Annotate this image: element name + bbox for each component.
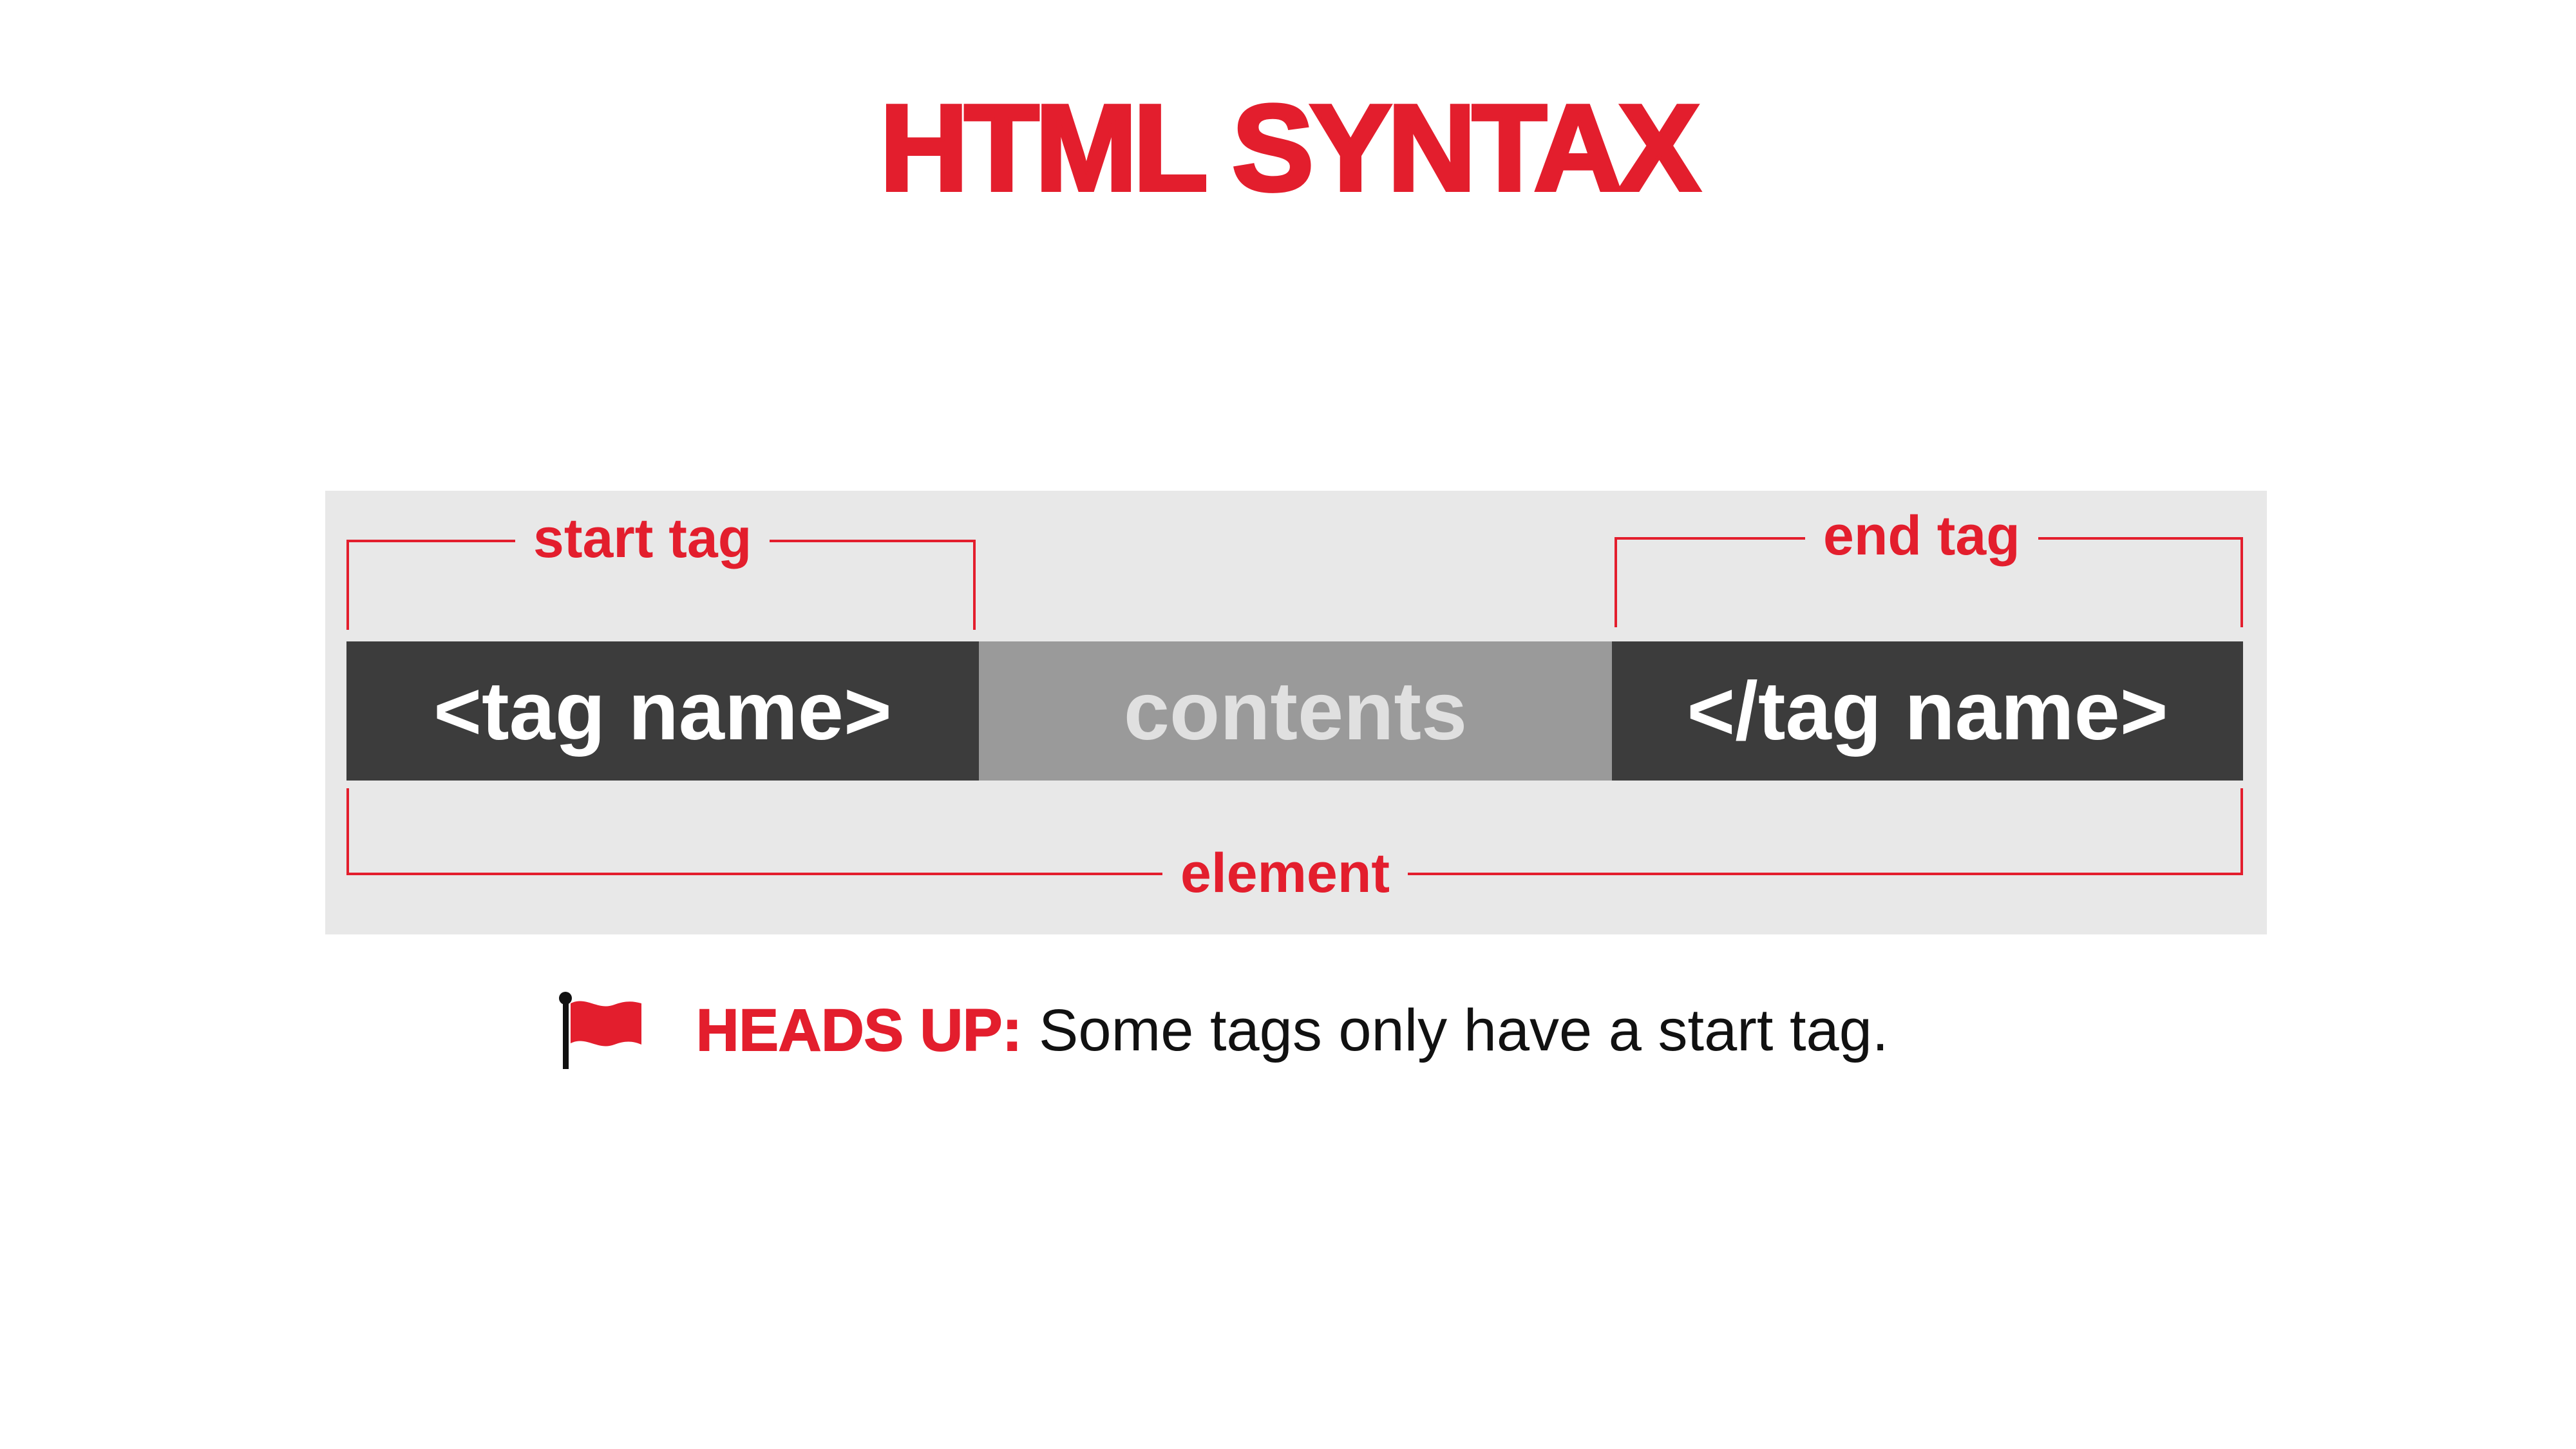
end-tag-code: </tag name>: [1612, 641, 2243, 781]
end-tag-label: end tag: [1805, 504, 2038, 568]
start-tag-code: <tag name>: [346, 641, 979, 781]
start-tag-label: start tag: [515, 506, 770, 571]
element-label: element: [1162, 841, 1408, 905]
heads-up-note: HEADS UP: Some tags only have a start ta…: [558, 992, 1888, 1069]
heads-up-text: Some tags only have a start tag.: [1039, 997, 1889, 1063]
page-title: HTML SYNTAX: [878, 80, 1702, 216]
contents-block: contents: [979, 641, 1612, 781]
heads-up-label: HEADS UP:: [696, 997, 1023, 1064]
flag-icon: [558, 992, 645, 1069]
